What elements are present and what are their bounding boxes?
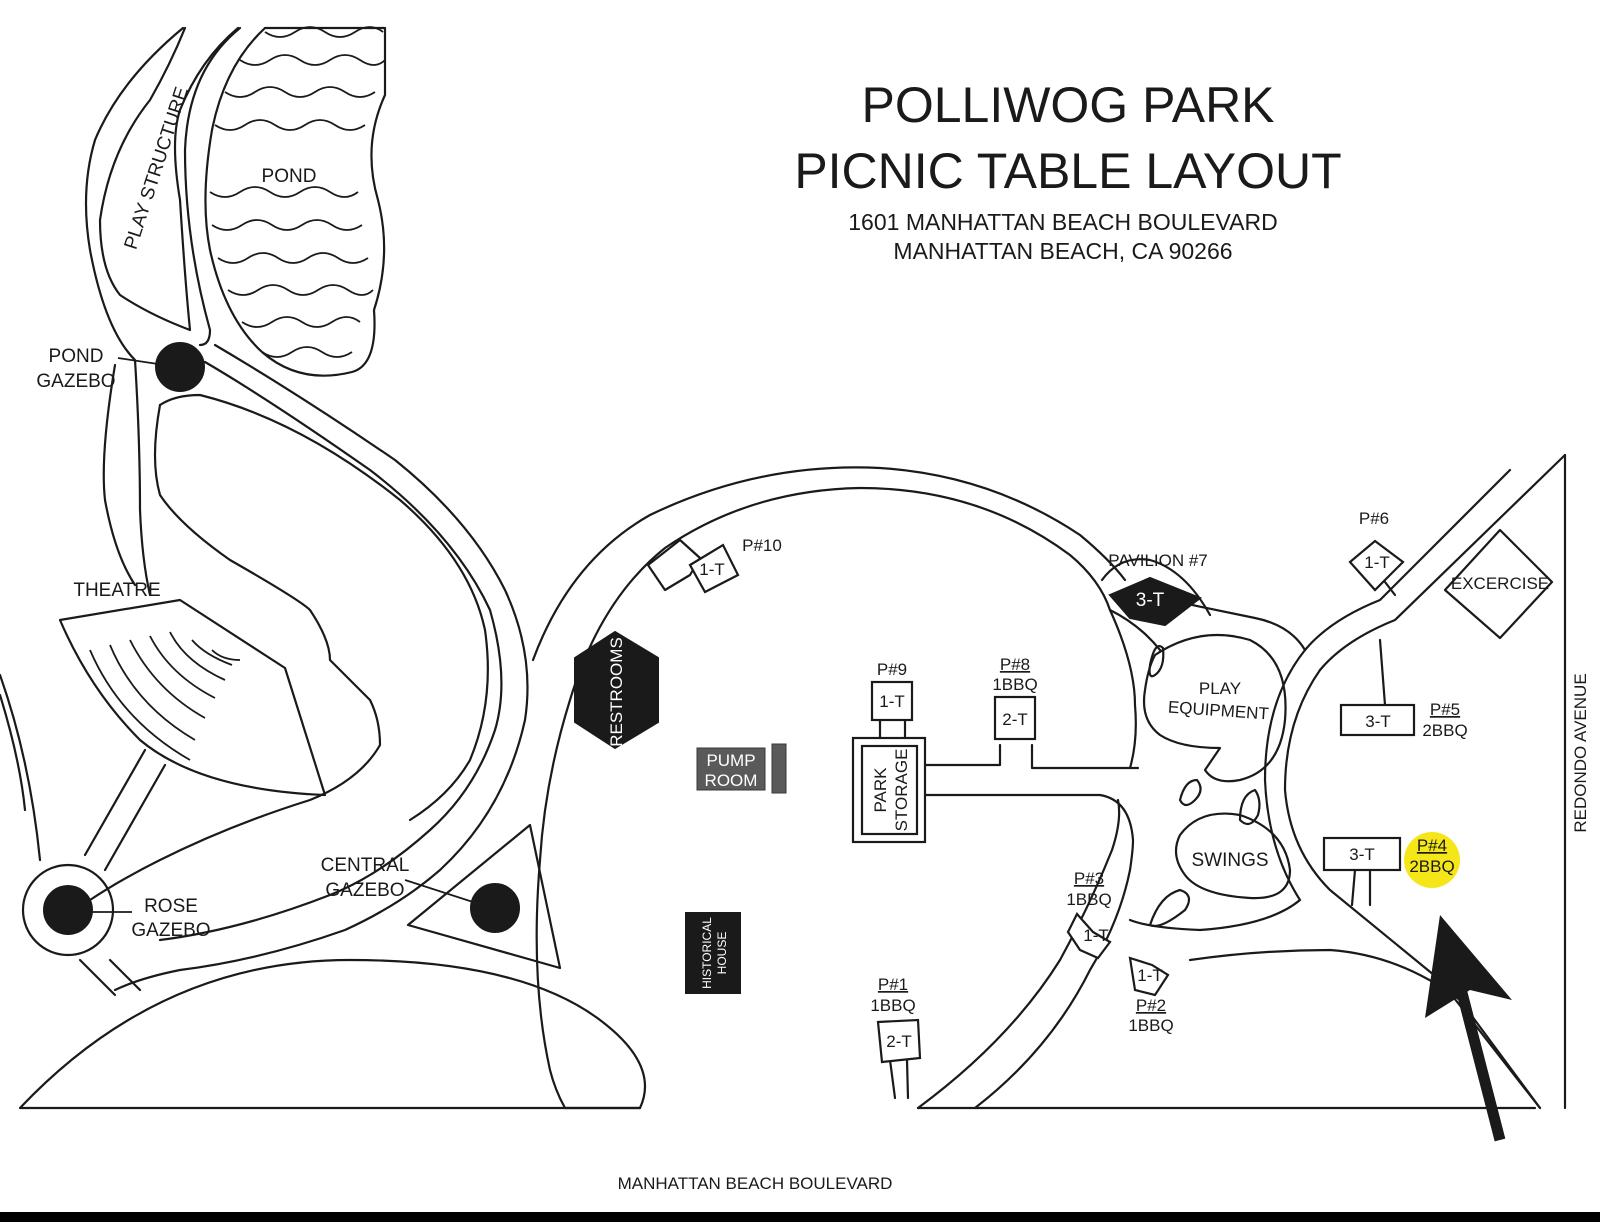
address-line-1: 1601 MANHATTAN BEACH BOULEVARD	[848, 209, 1277, 235]
map-title: POLLIWOG PARK PICNIC TABLE LAYOUT 1601 M…	[794, 77, 1341, 264]
p7-tables: 3-T	[1136, 590, 1165, 611]
rose-gazebo-marker	[43, 885, 93, 935]
p5-tables: 3-T	[1365, 712, 1391, 731]
play-equipment-label-1: PLAY	[1199, 679, 1241, 698]
p9-label: P#9	[877, 660, 907, 679]
pump-room-label-1: PUMP	[706, 751, 755, 770]
p8-label: P#8	[1000, 655, 1030, 674]
address-line-2: MANHATTAN BEACH, CA 90266	[893, 238, 1232, 264]
historical-house: HISTORICAL HOUSE	[685, 912, 741, 994]
pump-room: PUMP ROOM	[696, 743, 787, 794]
p2-bbq: 1BBQ	[1128, 1016, 1173, 1035]
play-equipment: PLAY EQUIPMENT	[1142, 633, 1287, 783]
p1-bbq: 1BBQ	[870, 996, 915, 1015]
title-line-2: PICNIC TABLE LAYOUT	[794, 143, 1341, 199]
picnic-area-p5[interactable]: 3-T P#5 2BBQ	[1339, 638, 1468, 740]
p5-label: P#5	[1430, 700, 1460, 719]
pond-gazebo: POND GAZEBO	[36, 342, 205, 392]
p10-tables: 1-T	[699, 560, 725, 579]
p3-tables: 1-T	[1083, 926, 1109, 945]
historical-house-label-1: HISTORICAL	[700, 917, 714, 989]
central-gazebo-label-1: CENTRAL	[321, 855, 410, 876]
central-gazebo-label-2: GAZEBO	[325, 880, 404, 901]
p5-bbq: 2BBQ	[1422, 721, 1467, 740]
p2-tables: 1-T	[1137, 966, 1163, 985]
restrooms: RESTROOMS	[574, 630, 659, 750]
pond-gazebo-label-2: GAZEBO	[36, 371, 115, 392]
p3-bbq: 1BBQ	[1066, 890, 1111, 909]
swings: SWINGS	[1174, 812, 1292, 900]
rose-gazebo-label-1: ROSE	[144, 896, 198, 917]
picnic-area-p10[interactable]: 1-T P#10	[646, 536, 782, 594]
p4-bbq: 2BBQ	[1409, 857, 1454, 876]
p4-tables: 3-T	[1349, 845, 1375, 864]
theatre-label: THEATRE	[73, 580, 160, 601]
central-gazebo-marker	[470, 883, 520, 933]
theatre: THEATRE	[58, 580, 327, 797]
picnic-area-p1[interactable]: 2-T P#1 1BBQ	[870, 975, 922, 1100]
p10-label: P#10	[742, 536, 782, 555]
arrow-indicator	[1425, 915, 1512, 1142]
east-paths	[1108, 453, 1567, 1110]
p8-tables: 2-T	[1002, 710, 1028, 729]
park-storage: PARK STORAGE	[851, 736, 927, 844]
historical-house-label-2: HOUSE	[715, 932, 729, 975]
rose-gazebo-label-2: GAZEBO	[131, 920, 210, 941]
street-label-east: REDONDO AVENUE	[1571, 673, 1590, 832]
picnic-area-pavilion-7[interactable]: 3-T PAVILION #7	[1100, 551, 1212, 627]
street-label-south: MANHATTAN BEACH BOULEVARD	[618, 1174, 893, 1193]
p4-highlight	[1404, 832, 1460, 888]
picnic-area-p2[interactable]: 1-T P#2 1BBQ	[1128, 956, 1174, 1035]
picnic-area-p9[interactable]: 1-T P#9	[870, 660, 914, 740]
bottom-border	[0, 1212, 1600, 1222]
p1-label: P#1	[878, 975, 908, 994]
p2-label: P#2	[1136, 996, 1166, 1015]
p4-label: P#4	[1417, 836, 1447, 855]
picnic-area-p4[interactable]: 3-T P#4 2BBQ	[1322, 832, 1460, 907]
pond-label: POND	[262, 166, 317, 187]
rose-gazebo: ROSE GAZEBO	[21, 863, 211, 957]
pump-room-label-2: ROOM	[705, 771, 758, 790]
pond-gazebo-label-1: POND	[49, 346, 104, 367]
swings-label: SWINGS	[1191, 850, 1268, 871]
picnic-area-p8[interactable]: 2-T P#8 1BBQ	[992, 655, 1038, 741]
play-equipment-label-2: EQUIPMENT	[1167, 698, 1269, 724]
title-line-1: POLLIWOG PARK	[861, 77, 1274, 133]
pavilion-label: PAVILION #7	[1108, 551, 1208, 570]
exercise-area: EXCERCISE	[1443, 528, 1554, 640]
park-storage-label-1: PARK	[871, 767, 890, 813]
p3-label: P#3	[1074, 869, 1104, 888]
p6-tables: 1-T	[1364, 553, 1390, 572]
pond-gazebo-marker	[155, 342, 205, 392]
picnic-area-p3[interactable]: 1-T P#3 1BBQ	[1066, 869, 1112, 960]
central-walkways	[923, 743, 1140, 872]
p9-tables: 1-T	[879, 692, 905, 711]
picnic-area-p6[interactable]: 1-T P#6	[1348, 509, 1405, 597]
p8-bbq: 1BBQ	[992, 675, 1037, 694]
park-storage-label-2: STORAGE	[892, 749, 911, 832]
restrooms-label: RESTROOMS	[607, 637, 626, 747]
central-gazebo: CENTRAL GAZEBO	[321, 823, 562, 970]
pond-area: POND PLAY STRUCTURE	[98, 26, 387, 377]
exercise-label: EXCERCISE	[1451, 574, 1549, 593]
p1-tables: 2-T	[886, 1032, 912, 1051]
west-paths	[0, 26, 529, 997]
lower-left-lawn	[18, 958, 647, 1110]
p6-label: P#6	[1359, 509, 1389, 528]
